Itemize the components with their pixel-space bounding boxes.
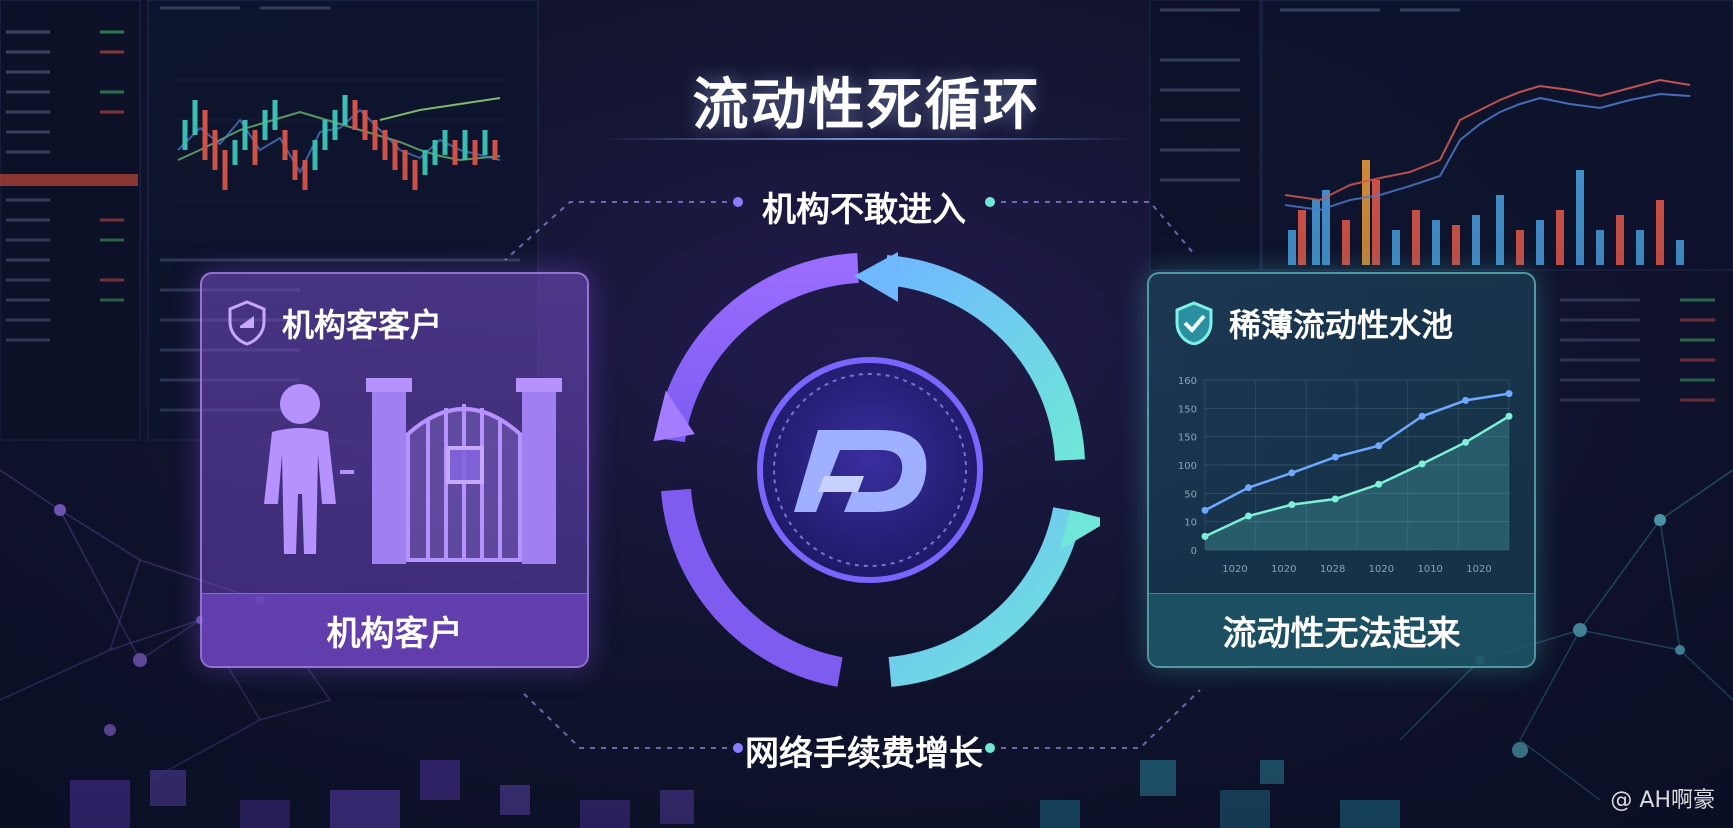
person-blocked-by-gate-illustration [264,378,562,564]
data-point [1288,469,1296,477]
y-tick-label: 150 [1178,433,1197,444]
shield-check-icon [1175,301,1213,345]
data-point [1288,501,1296,509]
data-point [1505,390,1513,398]
y-tick-label: 100 [1178,461,1197,472]
x-tick-label: 1020 [1222,564,1247,575]
data-point [1418,412,1426,420]
liquidity-line-chart: 0 10 50 100 150 150 160 1020 1020 1028 1020 1010 102… [1178,376,1513,575]
x-tick-label: 1020 [1369,564,1394,575]
data-point [1418,460,1426,468]
data-point [1375,480,1383,488]
y-tick-label: 150 [1178,404,1197,415]
shield-icon [228,300,266,346]
left-panel-footer: 机构客户 [202,593,587,666]
cycle-diagram [653,252,1100,687]
data-point [1331,453,1339,461]
x-tick-label: 1020 [1271,564,1296,575]
data-point [1462,396,1470,404]
cycle-top-label: 机构不敢进入 [762,190,966,230]
page-title: 流动性死循环 [692,73,1041,138]
y-tick-label: 0 [1191,546,1197,557]
watermark: @ AH啊豪 [1610,782,1715,814]
institutional-client-panel: 机构客客户 机构客户 [200,272,589,668]
x-tick-label: 1020 [1466,564,1491,575]
series-line-2 [1204,415,1510,538]
y-tick-label: 160 [1178,376,1197,387]
cycle-bottom-label: 网络手续费增长 [745,734,983,774]
data-point [1244,512,1252,520]
y-tick-label: 10 [1184,518,1197,529]
d-coin-logo-icon [794,430,927,512]
y-tick-label: 50 [1184,489,1197,500]
title-underline [600,138,1133,140]
thin-liquidity-pool-panel: 稀薄流动性水池 0 10 50 100 150 150 160 1020 1020 1028 102… [1147,272,1536,668]
data-point [1201,532,1209,540]
left-panel-header: 机构客客户 [226,300,442,346]
watermark-text: @ AH啊豪 [1610,788,1715,813]
x-tick-label: 1028 [1320,564,1345,575]
series-line-1 [1204,392,1510,512]
data-point [1505,412,1513,420]
right-panel-title: 稀薄流动性水池 [1229,306,1454,344]
x-tick-label: 1010 [1417,564,1442,575]
right-panel-footer: 流动性无法起来 [1149,593,1534,666]
data-point [1244,484,1252,492]
data-point [1462,438,1470,446]
data-point [1201,506,1209,514]
data-point [1331,495,1339,503]
left-panel-title: 机构客客户 [282,306,443,344]
data-point [1375,442,1383,450]
series-area [1205,416,1509,550]
right-panel-header: 稀薄流动性水池 [1173,300,1453,346]
